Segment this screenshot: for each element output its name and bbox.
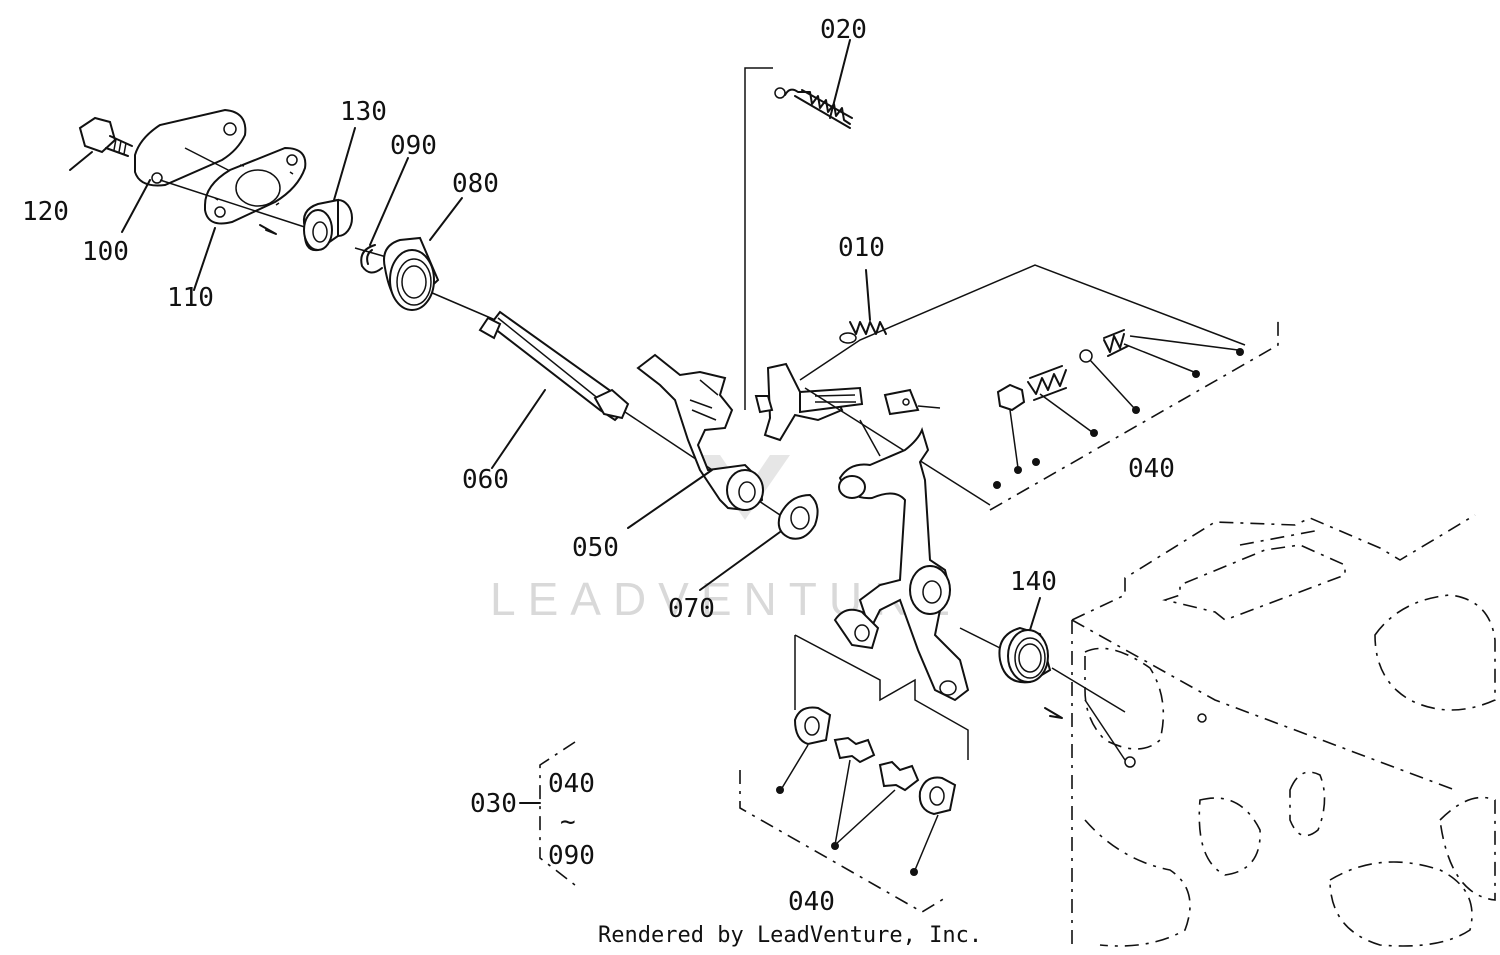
label-020: 020 xyxy=(820,15,867,45)
label-100: 100 xyxy=(82,237,129,267)
bolt-120 xyxy=(69,116,133,171)
lever-050 xyxy=(627,353,764,529)
label-kit-range-sep: ~ xyxy=(560,807,576,837)
label-070: 070 xyxy=(668,594,715,624)
spring-010 xyxy=(839,269,887,344)
label-090: 090 xyxy=(390,131,437,161)
kit-bracket-030 xyxy=(519,741,576,886)
bushing-130 xyxy=(302,127,356,252)
spring-020 xyxy=(744,39,853,410)
plunger-group-040-upper xyxy=(989,318,1279,511)
label-060: 060 xyxy=(462,465,509,495)
cover-plate-100 xyxy=(121,108,247,233)
label-kit-090: 090 xyxy=(548,841,595,871)
circlip-090 xyxy=(360,157,409,274)
label-110: 110 xyxy=(167,283,214,313)
label-040-upper: 040 xyxy=(1128,454,1175,484)
label-130: 130 xyxy=(340,97,387,127)
footer-credit: Rendered by LeadVenture, Inc. xyxy=(598,923,982,948)
ball-bearing-080 xyxy=(383,197,463,311)
governor-fork xyxy=(833,419,970,702)
engine-housing xyxy=(1071,514,1496,947)
gasket-110 xyxy=(193,146,307,291)
label-040-lower: 040 xyxy=(788,887,835,917)
label-010: 010 xyxy=(838,233,885,263)
label-120: 120 xyxy=(22,197,69,227)
bearing-140 xyxy=(959,597,1126,719)
label-080: 080 xyxy=(452,169,499,199)
label-050: 050 xyxy=(572,533,619,563)
pin-group-040-lower xyxy=(739,634,969,913)
link-bracket xyxy=(754,264,1246,506)
washer-070 xyxy=(699,493,819,591)
label-kit-040: 040 xyxy=(548,769,595,799)
label-140: 140 xyxy=(1010,567,1057,597)
label-030: 030 xyxy=(470,789,517,819)
